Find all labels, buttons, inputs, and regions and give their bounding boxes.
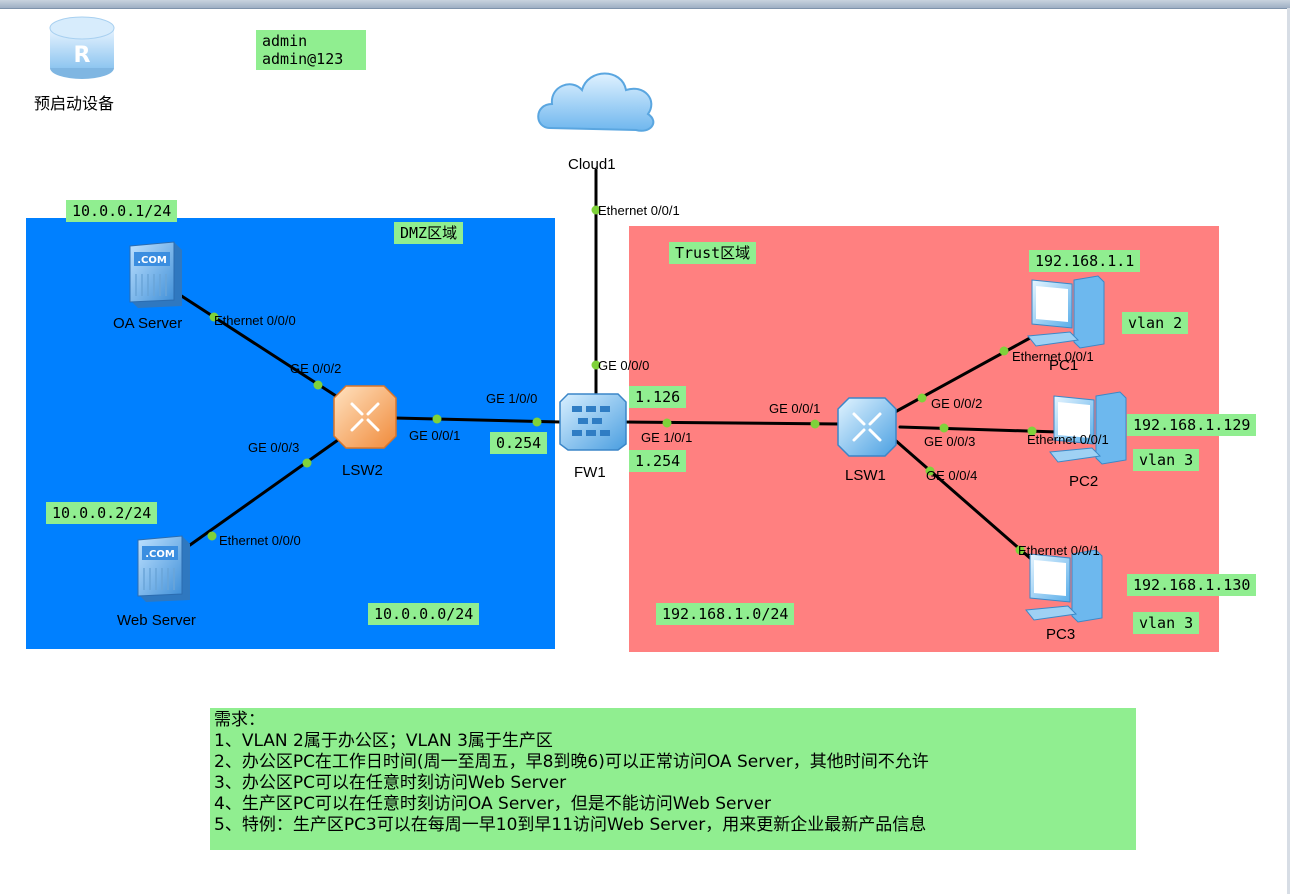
port-label-web-eth: Ethernet 0/0/0: [219, 533, 301, 548]
port-label-fw-ge000: GE 0/0/0: [598, 358, 650, 373]
port-dot: [209, 312, 219, 322]
port-dot: [662, 418, 672, 428]
fw1-dmz-address: 0.254: [490, 432, 548, 454]
port-dot: [432, 414, 442, 424]
pc3-address: 192.168.1.130: [1127, 574, 1257, 596]
cloud-icon[interactable]: [532, 60, 660, 145]
pc2-vlan: vlan 3: [1133, 449, 1200, 471]
port-dot: [1027, 426, 1037, 436]
port-label-fw-ge100: GE 1/0/0: [486, 391, 538, 406]
oa-server-label: OA Server: [113, 315, 183, 332]
requirement-item: 3、办公区PC可以在任意时刻访问Web Server: [214, 773, 567, 793]
dmz-zone-title: DMZ区域: [394, 222, 464, 244]
port-dot: [532, 417, 542, 427]
fw1-trust-address-b: 1.254: [629, 450, 687, 472]
dmz-zone: [26, 218, 555, 649]
pc1-address: 192.168.1.1: [1029, 250, 1141, 272]
port-label-pc2-eth: Ethernet 0/0/1: [1027, 432, 1109, 447]
trust-subnet: 192.168.1.0/24: [656, 603, 795, 625]
port-dot: [925, 466, 935, 476]
port-dot: [999, 346, 1009, 356]
svg-text:.COM: .COM: [145, 549, 175, 560]
window-right-edge: [1287, 8, 1290, 894]
server-icon[interactable]: .COM: [134, 532, 194, 609]
port-dot: [313, 380, 323, 390]
link-fw-lsw1: [623, 420, 842, 426]
switch-icon[interactable]: [836, 396, 898, 463]
oa-server-address: 10.0.0.1/24: [66, 200, 178, 222]
requirement-item: 5、特例：生产区PC3可以在每周一早10到早11访问Web Server，用来更…: [214, 815, 927, 835]
pc2-label: PC2: [1069, 473, 1099, 490]
port-label-lsw2-ge001: GE 0/0/1: [409, 428, 461, 443]
server-icon[interactable]: .COM: [126, 238, 186, 315]
port-label-lsw1-ge003: GE 0/0/3: [924, 434, 976, 449]
port-label-lsw2-ge003: GE 0/0/3: [248, 440, 300, 455]
pc3-label: PC3: [1046, 626, 1076, 643]
link-oa-lsw2: [178, 293, 352, 407]
pc-icon[interactable]: [1048, 390, 1128, 473]
port-label-pc3-eth: Ethernet 0/0/1: [1018, 543, 1100, 558]
port-dot: [939, 423, 949, 433]
pc1-label: PC1: [1049, 357, 1079, 374]
port-label-fw-ge101: GE 1/0/1: [641, 430, 693, 445]
port-label-lsw1-ge002: GE 0/0/2: [931, 396, 983, 411]
web-server-label: Web Server: [117, 612, 196, 629]
fw1-trust-address-a: 1.126: [629, 386, 687, 408]
port-label-lsw1-ge001: GE 0/0/1: [769, 401, 821, 416]
lsw1-label: LSW1: [845, 467, 886, 484]
port-label-oa-eth: Ethernet 0/0/0: [214, 313, 296, 328]
firewall-icon[interactable]: [558, 392, 628, 457]
port-dot: [917, 393, 927, 403]
legend-device-label: 预启动设备: [34, 96, 115, 113]
web-server-address: 10.0.0.2/24: [46, 502, 158, 524]
lsw2-label: LSW2: [342, 462, 383, 479]
requirement-item: 2、办公区PC在工作日时间(周一至周五，早8到晚6)可以正常访问OA Serve…: [214, 752, 929, 772]
router-icon[interactable]: R: [46, 12, 118, 89]
link-lsw1-pc3: [893, 438, 1040, 567]
link-web-lsw2: [188, 433, 347, 547]
requirement-item: 4、生产区PC可以在任意时刻访问OA Server，但是不能访问Web Serv…: [214, 794, 772, 814]
pc-icon[interactable]: [1024, 548, 1104, 631]
svg-text:R: R: [74, 43, 91, 68]
pc-icon[interactable]: [1026, 274, 1106, 357]
requirements-box: 需求： 1、VLAN 2属于办公区；VLAN 3属于生产区 2、办公区PC在工作…: [210, 708, 1136, 850]
port-dot: [302, 458, 312, 468]
switch-icon[interactable]: [332, 384, 398, 455]
dmz-subnet: 10.0.0.0/24: [368, 603, 480, 625]
port-dot: [591, 205, 601, 215]
pc2-address: 192.168.1.129: [1127, 414, 1257, 436]
port-label-cloud-eth: Ethernet 0/0/1: [598, 203, 680, 218]
pc3-vlan: vlan 3: [1133, 612, 1200, 634]
svg-text:.COM: .COM: [137, 255, 167, 266]
port-dot: [591, 360, 601, 370]
port-dot: [1015, 545, 1025, 555]
port-label-lsw2-ge002: GE 0/0/2: [290, 361, 342, 376]
credentials-user: admin: [262, 32, 308, 50]
link-lsw2-fw: [393, 416, 562, 424]
fw1-label: FW1: [574, 464, 606, 481]
requirement-item: 1、VLAN 2属于办公区；VLAN 3属于生产区: [214, 731, 553, 751]
trust-zone-title: Trust区域: [669, 242, 757, 264]
requirements-heading: 需求：: [214, 710, 265, 730]
window-top-bar: [0, 0, 1290, 9]
cloud1-label: Cloud1: [568, 156, 616, 173]
port-dot: [207, 531, 217, 541]
port-label-lsw1-ge004: GE 0/0/4: [926, 468, 978, 483]
port-label-pc1-eth: Ethernet 0/0/1: [1012, 349, 1094, 364]
port-dot: [810, 419, 820, 429]
credentials-password: admin@123: [262, 50, 344, 68]
pc1-vlan: vlan 2: [1122, 312, 1189, 334]
